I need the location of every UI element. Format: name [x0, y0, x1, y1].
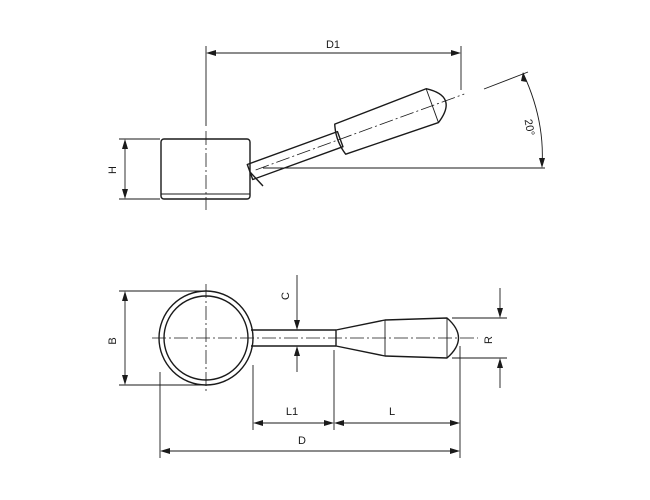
plan-view: C B R L1 L D — [107, 275, 507, 458]
plan-rod — [251, 329, 336, 347]
c-arrow-bottom — [294, 346, 300, 356]
d1-arrow-left — [206, 50, 216, 56]
l1-label: L1 — [286, 406, 298, 418]
r-arrow-bottom — [497, 358, 503, 368]
rod-base-edge — [249, 171, 264, 187]
r-arrow-top — [497, 308, 503, 318]
hub-body — [160, 138, 251, 200]
inclined-lever — [246, 88, 465, 181]
angle-arrow-bottom — [539, 158, 545, 168]
angle-extension-line — [483, 71, 529, 90]
c-label: C — [280, 292, 292, 300]
d1-label: D1 — [326, 39, 340, 51]
b-label: B — [107, 337, 119, 344]
h-arrow-bottom — [122, 189, 128, 199]
l-label: L — [389, 406, 395, 418]
angle-arc — [522, 72, 543, 167]
lever-axis — [255, 93, 465, 171]
h-arrow-top — [122, 139, 128, 149]
d-label: D — [298, 435, 306, 447]
inclined-rod — [246, 130, 344, 181]
d-arrow-left — [160, 448, 170, 454]
angle-label: 20° — [522, 118, 537, 136]
angle-arrow-top — [521, 72, 527, 82]
r-label: R — [483, 336, 495, 344]
l-arrow-left — [334, 420, 344, 426]
h-label: H — [107, 166, 119, 174]
l-arrow-right — [450, 420, 460, 426]
l1-arrow-right — [324, 420, 334, 426]
b-arrow-top — [122, 291, 128, 301]
side-view: D1 20° H — [107, 39, 545, 210]
c-arrow-top — [294, 320, 300, 330]
d-arrow-right — [450, 448, 460, 454]
b-arrow-bottom — [122, 375, 128, 385]
l1-arrow-left — [253, 420, 263, 426]
d1-arrow-right — [451, 50, 461, 56]
